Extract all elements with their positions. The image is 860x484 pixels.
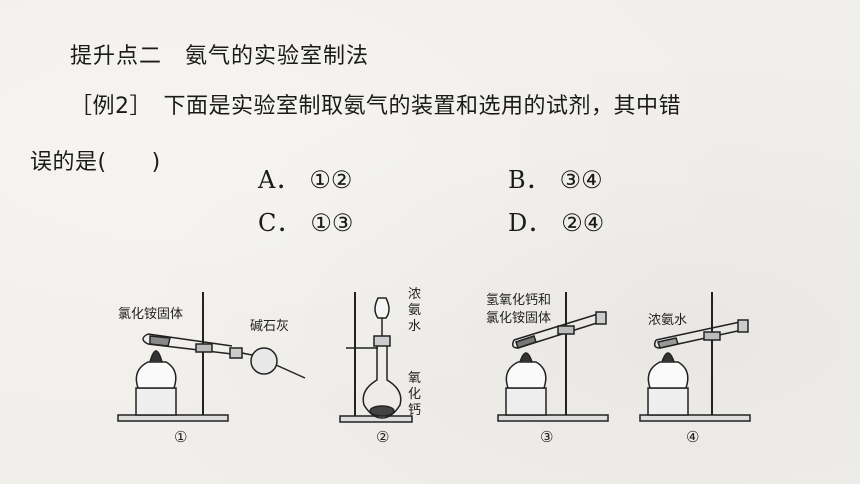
figure-3-burner-box <box>505 387 547 416</box>
apparatus-figures: 氯化铵固体 碱石灰 ① 浓 氨 水 氧 化 钙 ② 氢氧化钙和 氯化铵固体 ③ <box>117 287 751 446</box>
figure-3-solid-reagent <box>515 335 537 349</box>
figure-2-solid-reagent <box>369 405 395 417</box>
figure-3-clamp <box>557 325 575 335</box>
figure-1-flame <box>149 350 163 363</box>
figure-2-bottom-char-1: 氧 <box>408 371 421 386</box>
option-b-label: B． <box>508 166 550 194</box>
option-d-label: D． <box>508 209 552 237</box>
figure-1-stand-base <box>117 414 229 422</box>
figure-1-outlet-tube <box>275 364 306 379</box>
option-b: B． ③④ <box>508 160 603 195</box>
figure-3-reagent-label-2: 氯化铵固体 <box>486 311 551 326</box>
option-a-value: ①② <box>309 166 353 194</box>
figure-2-bottom-char-2: 化 <box>408 387 421 402</box>
figure-3-number: ③ <box>540 428 553 446</box>
figure-1-connector <box>241 352 253 356</box>
figure-4-stand-base <box>639 414 751 422</box>
figure-4-clamp <box>703 331 721 341</box>
option-d-value: ②④ <box>561 209 605 237</box>
figure-1-burner-box <box>135 387 177 416</box>
figure-4-heated-tube <box>639 292 751 422</box>
figure-3-stopper <box>595 311 607 325</box>
figure-1-stopper <box>229 347 243 359</box>
figure-2-number: ② <box>376 428 389 446</box>
figure-1-number: ① <box>174 428 187 446</box>
figure-2-flask-funnel <box>339 292 413 423</box>
figure-4-reagent-label: 浓氨水 <box>648 313 687 328</box>
figure-1-solid-reagent <box>149 335 171 347</box>
figure-1-clamp <box>195 343 213 353</box>
option-c-label: C． <box>258 209 301 237</box>
figure-1-drying-bulb <box>250 347 278 375</box>
figure-4-stopper <box>737 319 749 333</box>
option-d: D． ②④ <box>508 203 604 238</box>
figure-4-burner-box <box>647 387 689 416</box>
figure-3-reagent-label-1: 氢氧化钙和 <box>486 293 551 308</box>
figure-3-flame <box>519 352 533 363</box>
figure-1-reagent-label: 氯化铵固体 <box>118 307 183 322</box>
option-a: A． ①② <box>258 160 352 195</box>
option-a-label: A． <box>258 166 300 194</box>
figure-2-dropping-funnel <box>374 297 390 319</box>
figure-2-top-char-2: 氨 <box>408 303 421 318</box>
figure-1-tube-bottom <box>142 333 149 345</box>
figure-2-flask <box>362 346 402 419</box>
figure-2-bottom-char-3: 钙 <box>408 403 421 418</box>
figure-3-tube-bottom <box>511 339 519 349</box>
figure-1-heated-tube <box>117 292 306 422</box>
figure-1-absorber-label: 碱石灰 <box>250 319 289 334</box>
option-c: C． ①③ <box>258 203 353 238</box>
figure-2-top-char-3: 水 <box>408 319 421 334</box>
figure-3-stand-base <box>497 414 609 422</box>
figure-2-stopper <box>373 335 391 347</box>
figure-4-flame <box>661 352 675 363</box>
figure-4-tube-bottom <box>653 339 661 349</box>
figure-1-lamp <box>135 361 177 389</box>
figure-3-heated-tube <box>497 292 609 422</box>
option-c-value: ①③ <box>310 209 354 237</box>
question-line-1: ［例2］ 下面是实验室制取氨气的装置和选用的试剂，其中错 <box>70 94 681 119</box>
figure-3-lamp <box>505 361 547 389</box>
question-line-2: 误的是( ) <box>30 150 161 175</box>
figure-4-liquid-reagent <box>657 337 679 349</box>
section-heading: 提升点二 氨气的实验室制法 <box>70 44 370 69</box>
figure-4-number: ④ <box>686 428 699 446</box>
figure-4-lamp <box>647 361 689 389</box>
option-b-value: ③④ <box>559 166 603 194</box>
figure-2-top-char-1: 浓 <box>408 287 421 302</box>
